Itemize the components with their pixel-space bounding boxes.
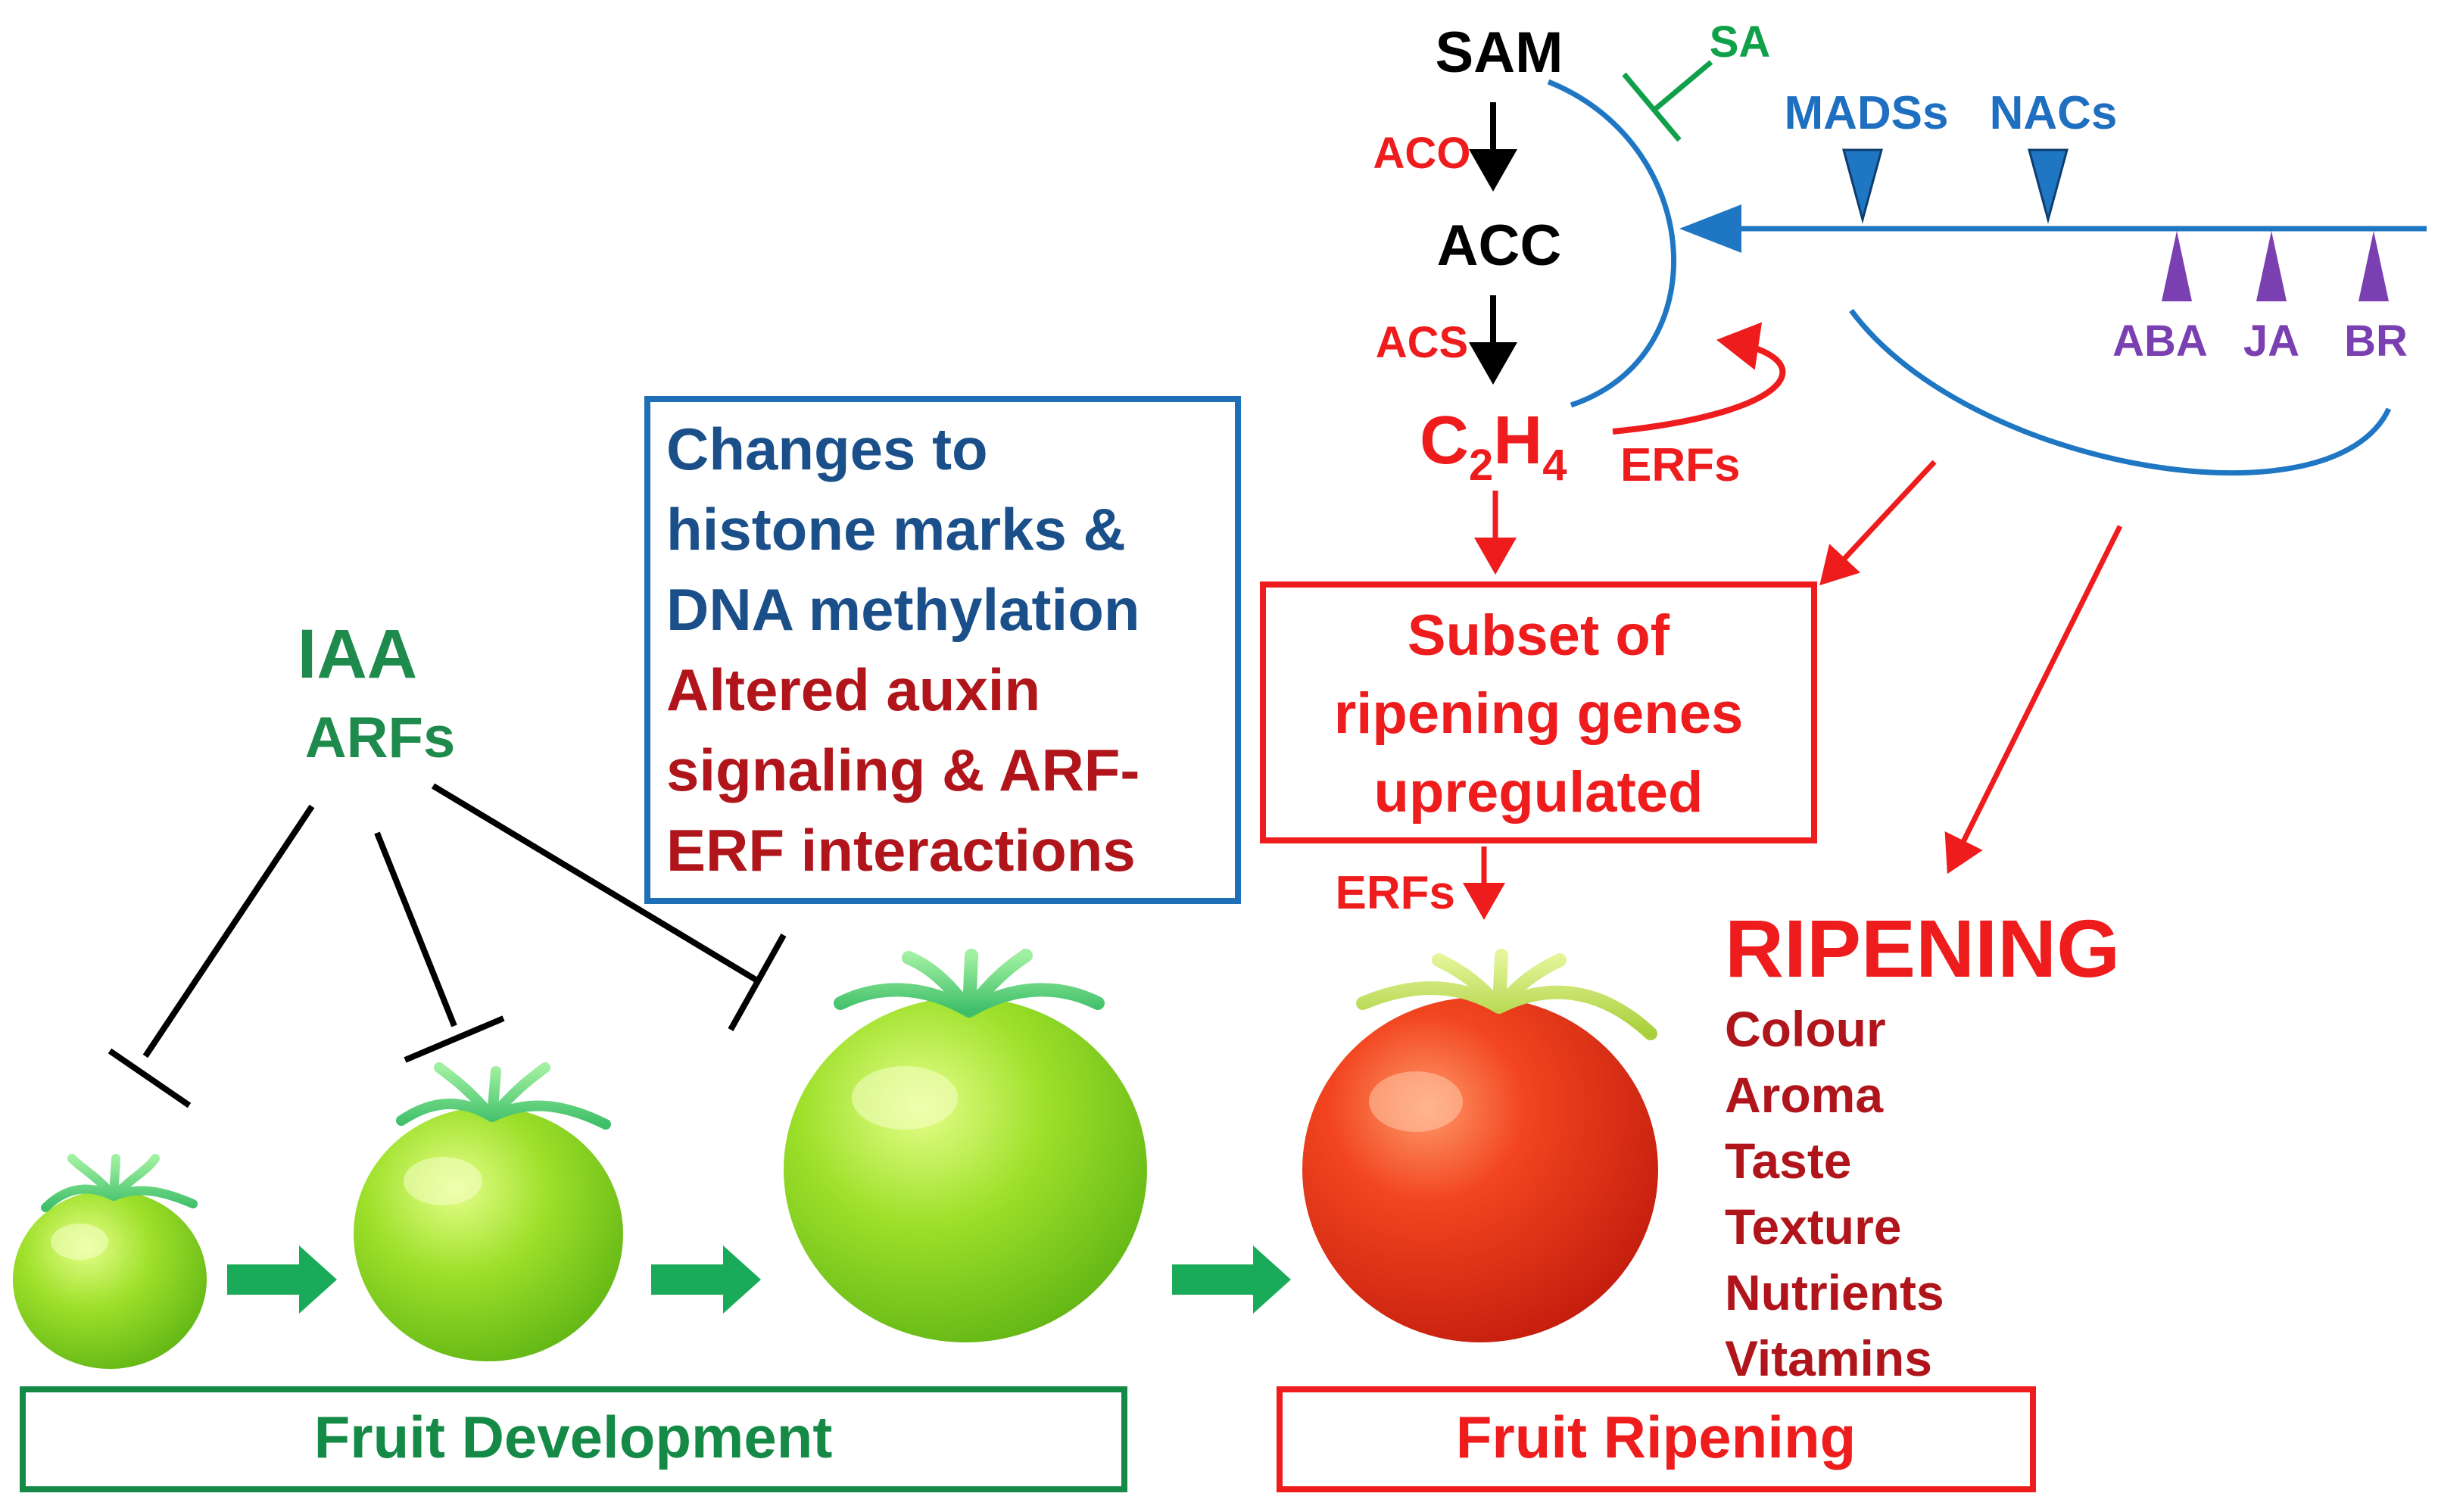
- regulator-arc: [1849, 308, 2392, 476]
- erfs-loop-arrow: [1612, 322, 1786, 435]
- madss-label: MADSs: [1784, 87, 1948, 139]
- aba-label: ABA: [2112, 316, 2208, 366]
- fruit-development-box: [20, 1386, 1127, 1492]
- ripening-trait: Texture: [1725, 1199, 1902, 1255]
- arfs-label: ARFs: [305, 706, 455, 770]
- regulator-bracket: [1547, 79, 1676, 408]
- fruit-ripening-box: [1277, 1386, 2036, 1492]
- tomato-medium: [354, 1062, 623, 1361]
- ripening-trait: Taste: [1725, 1133, 1852, 1189]
- progress-arrow-1: [227, 1245, 337, 1314]
- ethylene-h: H: [1493, 403, 1542, 479]
- regulators-to-ripening-arrow: [1944, 525, 2123, 874]
- nacs-marker: [2028, 148, 2069, 224]
- erfs-loop-label: ERFs: [1620, 439, 1740, 491]
- br-label: BR: [2344, 316, 2408, 366]
- fruit-development-label: Fruit Development: [314, 1404, 833, 1470]
- sa-label: SA: [1710, 17, 1771, 67]
- auxin-inhibit-3-line: [431, 783, 759, 984]
- auxin-inhibit-3-bar: [728, 934, 787, 1031]
- madss-marker: [1842, 148, 1883, 224]
- tomato-large: [784, 949, 1147, 1342]
- tomato-red: [1302, 949, 1658, 1342]
- subset-line3: upregulated: [1374, 760, 1704, 825]
- nacs-label: NACs: [1990, 87, 2118, 139]
- sa-inhibition-bar: [1622, 72, 1682, 142]
- sam-label: SAM: [1436, 20, 1564, 85]
- acc-label: ACC: [1437, 214, 1562, 278]
- epigenetic-line5: signaling & ARF-: [666, 737, 1140, 803]
- ripening-traits: Colour Aroma Taste Texture Nutrients Vit…: [1725, 1001, 1944, 1386]
- subset-line1: Subset of: [1408, 603, 1670, 668]
- progress-arrow-3: [1172, 1245, 1291, 1314]
- ripening-trait: Vitamins: [1725, 1330, 1932, 1386]
- auxin-inhibit-2-bar: [404, 1015, 505, 1063]
- acs-label: ACS: [1376, 318, 1468, 367]
- epigenetic-line6: ERF interactions: [666, 817, 1136, 884]
- auxin-inhibit-1-bar: [108, 1048, 192, 1108]
- ripening-title: RIPENING: [1725, 903, 2120, 994]
- subset-box: [1260, 581, 1817, 843]
- regulators-to-subset-arrow: [1819, 460, 1937, 586]
- epigenetic-line1: Changes to: [666, 416, 988, 482]
- subset-line2: ripening genes: [1334, 681, 1744, 746]
- regulator-arrowhead: [1679, 204, 1741, 253]
- br-marker: [2358, 231, 2389, 301]
- auxin-inhibit-1-line: [142, 804, 315, 1058]
- ethylene-sub2: 2: [1469, 441, 1493, 490]
- epigenetic-line4: Altered auxin: [666, 656, 1040, 723]
- ethylene-c: C: [1420, 403, 1469, 479]
- epigenetic-box: [644, 396, 1241, 904]
- aco-label: ACO: [1373, 129, 1471, 178]
- epigenetic-line3: DNA methylation: [666, 576, 1140, 643]
- iaa-label: IAA: [298, 616, 417, 693]
- ethylene-label: C2H4: [1420, 403, 1567, 490]
- ja-marker: [2256, 231, 2287, 301]
- tomato-small: [13, 1154, 207, 1369]
- progress-arrow-2: [651, 1245, 761, 1314]
- ripening-trait: Colour: [1725, 1001, 1886, 1057]
- ripening-trait: Aroma: [1725, 1067, 1884, 1123]
- erfs-lower-label: ERFs: [1336, 867, 1455, 919]
- ripening-trait: Nutrients: [1725, 1264, 1944, 1320]
- ja-label: JA: [2243, 316, 2299, 366]
- ethylene-sub4: 4: [1542, 441, 1567, 490]
- aba-marker: [2162, 231, 2192, 301]
- auxin-inhibit-2-line: [374, 831, 457, 1027]
- fruit-ripening-label: Fruit Ripening: [1456, 1404, 1857, 1470]
- sa-inhibition-line: [1652, 60, 1713, 112]
- epigenetic-line2: histone marks &: [666, 496, 1126, 563]
